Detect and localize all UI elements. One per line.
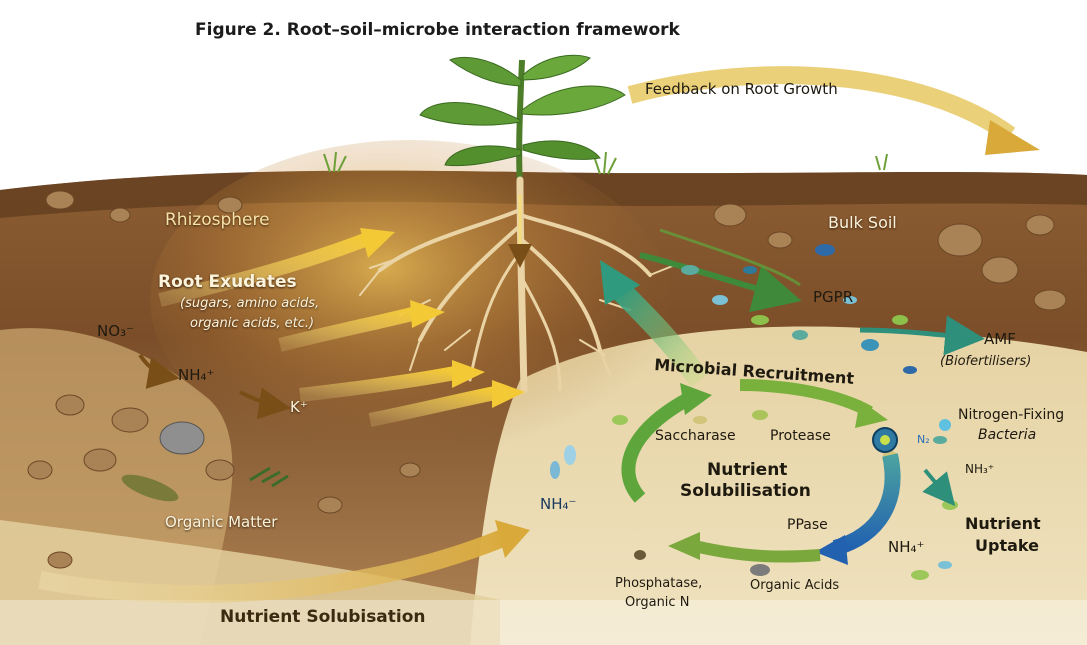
label-nh4-left: NH₄⁺ xyxy=(178,366,214,384)
feedback-arrowhead xyxy=(985,120,1040,155)
label-nitrogen-fixing: Nitrogen-Fixing xyxy=(958,407,1064,423)
label-organic-n: Organic N xyxy=(625,595,689,610)
label-no3: NO₃⁻ xyxy=(97,322,134,340)
label-ppase: PPase xyxy=(787,517,828,533)
label-nutrient-solubilisation-center-line2: Solubilisation xyxy=(680,481,811,501)
label-root-exudates: Root Exudates xyxy=(158,272,297,292)
label-nh4-center: NH₄⁻ xyxy=(540,495,576,513)
label-n2: N₂ xyxy=(917,433,930,446)
label-rhizosphere: Rhizosphere xyxy=(165,210,270,230)
label-feedback-root-growth: Feedback on Root Growth xyxy=(645,80,838,98)
label-exudates-detail-line2: organic acids, etc.) xyxy=(190,316,314,331)
label-amf: AMF xyxy=(984,330,1016,348)
label-biofertilisers: (Biofertilisers) xyxy=(940,354,1031,369)
label-pgpr: PGPR xyxy=(813,288,853,306)
label-bulk-soil: Bulk Soil xyxy=(828,213,897,232)
label-phosphatase: Phosphatase, xyxy=(615,576,702,591)
label-saccharase: Saccharase xyxy=(655,428,736,444)
label-potassium: K⁺ xyxy=(290,398,308,416)
label-organic-matter: Organic Matter xyxy=(165,513,277,531)
label-organic-acids: Organic Acids xyxy=(750,578,839,593)
label-bacteria: Bacteria xyxy=(978,427,1036,443)
label-exudates-detail-line1: (sugars, amino acids, xyxy=(180,296,319,311)
label-nh4-right: NH₄⁺ xyxy=(888,538,924,556)
grey-rock xyxy=(160,422,204,454)
label-nutrient-uptake-line1: Nutrient xyxy=(965,514,1041,533)
figure-title: Figure 2. Root–soil–microbe interaction … xyxy=(195,20,680,40)
label-nutrient-uptake-line2: Uptake xyxy=(975,536,1039,555)
label-nutrient-solubisation-bottom: Nutrient Solubisation xyxy=(220,607,426,627)
label-protease: Protease xyxy=(770,428,831,444)
label-nutrient-solubilisation-center-line1: Nutrient xyxy=(707,460,787,480)
label-nh3: NH₃⁺ xyxy=(965,462,994,476)
soil-background xyxy=(0,140,1087,645)
